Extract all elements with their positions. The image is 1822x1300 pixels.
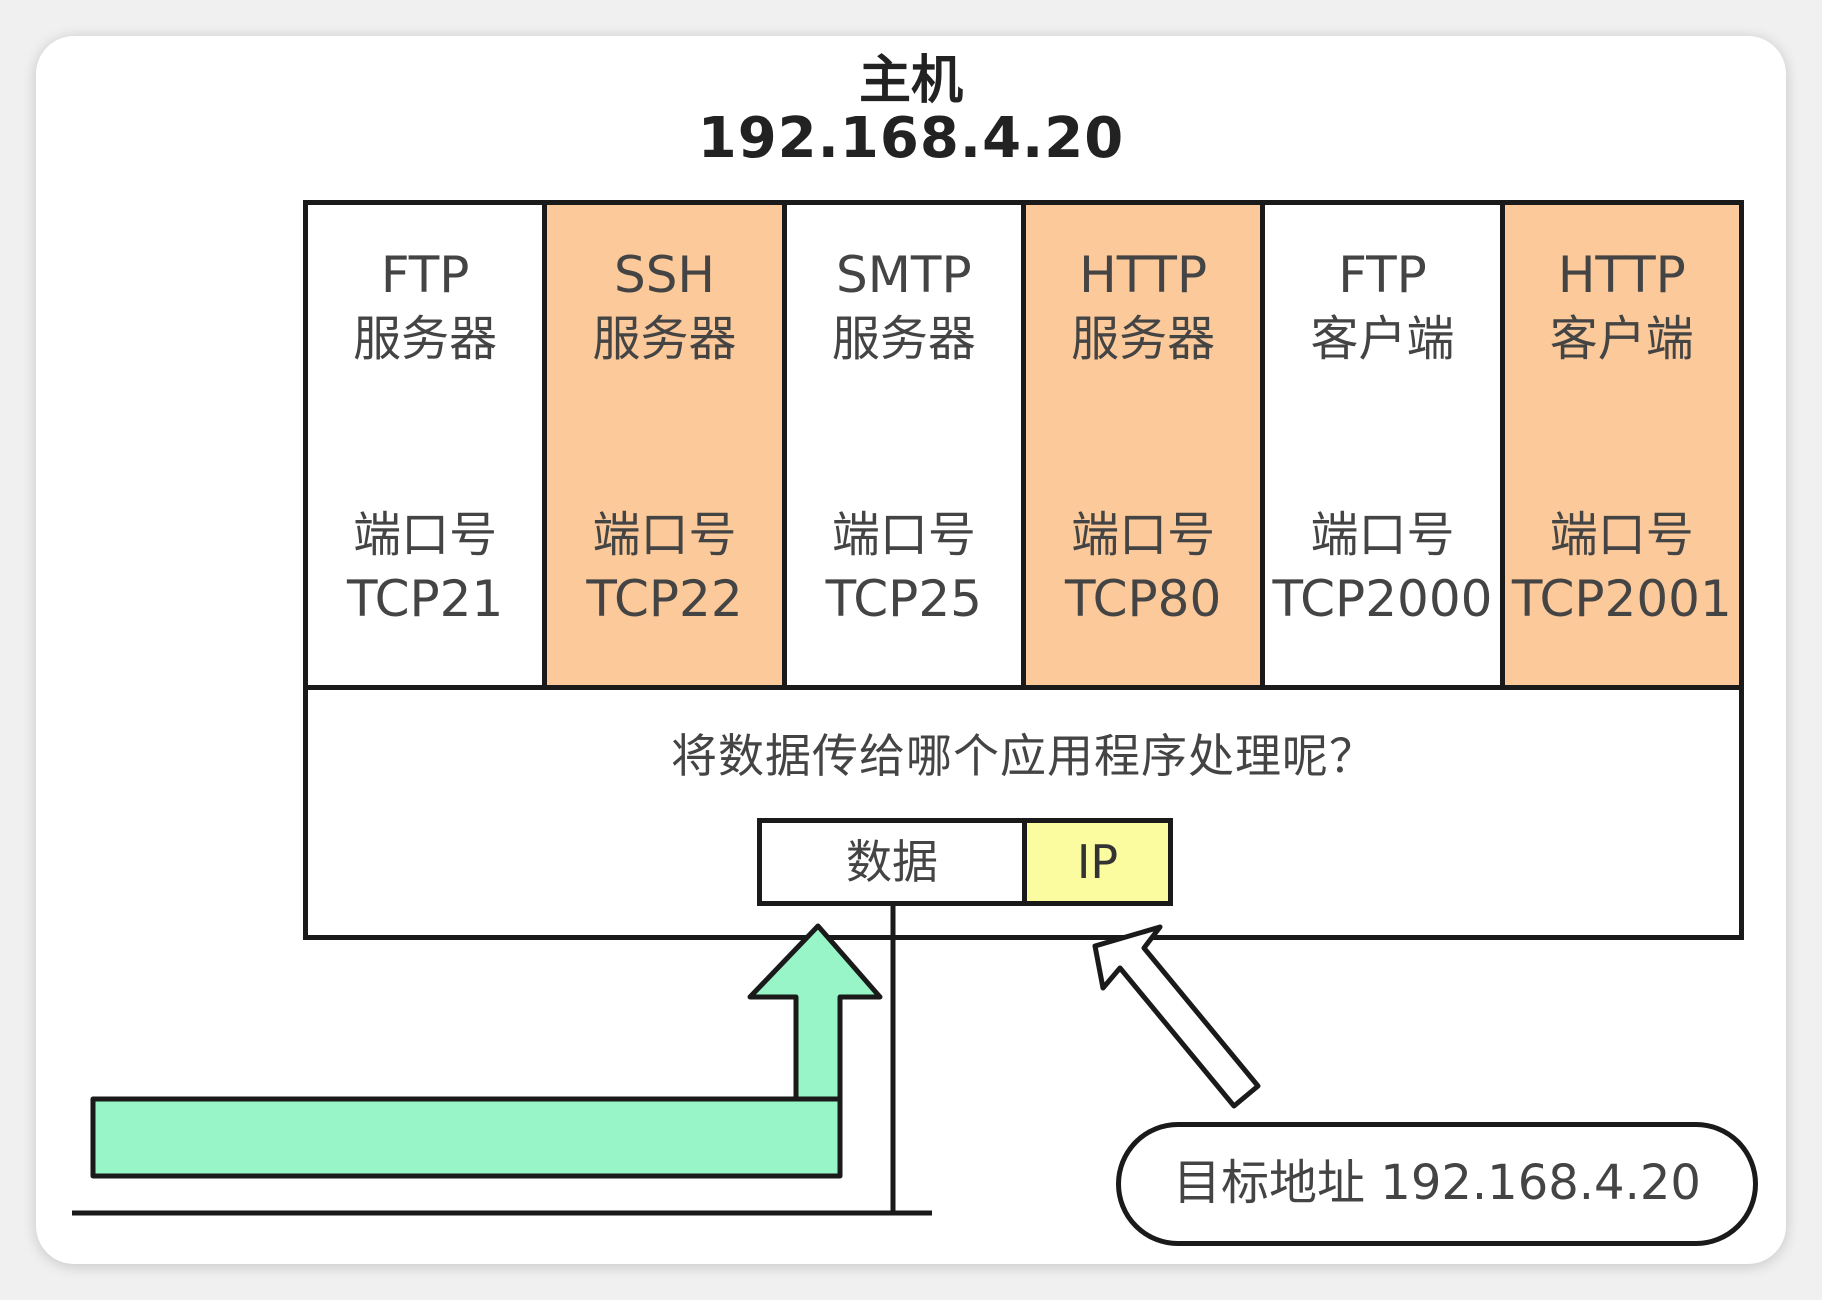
app-protocol: SMTP (836, 246, 972, 304)
app-protocol: FTP (1338, 246, 1427, 304)
app-ftp-server: FTP 服务器 端口号 TCP21 (308, 205, 548, 685)
app-port: TCP2000 (1272, 570, 1493, 628)
destination-address-label: 目标地址 192.168.4.20 (1116, 1122, 1758, 1246)
app-protocol: FTP (380, 246, 470, 304)
app-kind: 服务器 (831, 311, 976, 367)
app-port: TCP22 (586, 570, 743, 628)
app-ftp-client: FTP 客户端 端口号 TCP2000 (1265, 205, 1505, 685)
app-kind: 服务器 (353, 311, 498, 367)
host-ip: 192.168.4.20 (697, 106, 1125, 171)
packet: 数据 IP (757, 818, 1173, 906)
app-port-label: 端口号 (831, 507, 976, 563)
host-box: FTP 服务器 端口号 TCP21 SSH 服务器 端口号 TCP22 SMTP… (303, 200, 1744, 940)
app-protocol: HTTP (1557, 246, 1686, 304)
app-kind: 服务器 (1071, 311, 1216, 367)
app-kind: 客户端 (1549, 311, 1694, 367)
app-protocol: HTTP (1079, 246, 1208, 304)
app-port-label: 端口号 (1071, 507, 1216, 563)
app-port: TCP2001 (1511, 570, 1732, 628)
packet-data-field: 数据 (762, 823, 1027, 901)
app-port: TCP25 (825, 570, 982, 628)
app-port-label: 端口号 (592, 507, 737, 563)
packet-ip-field: IP (1027, 823, 1168, 901)
app-port-label: 端口号 (353, 507, 498, 563)
app-protocol: SSH (613, 246, 716, 304)
app-port-label: 端口号 (1310, 507, 1455, 563)
ip-pointer-arrow (1092, 924, 1261, 1109)
app-port: TCP21 (347, 570, 504, 628)
app-port-label: 端口号 (1549, 507, 1694, 563)
app-http-server: HTTP 服务器 端口号 TCP80 (1025, 205, 1266, 685)
app-kind: 服务器 (592, 311, 737, 367)
app-ssh-server: SSH 服务器 端口号 TCP22 (547, 205, 787, 685)
host-title: 主机 (858, 51, 963, 111)
application-row: FTP 服务器 端口号 TCP21 SSH 服务器 端口号 TCP22 SMTP… (308, 205, 1739, 690)
app-smtp-server: SMTP 服务器 端口号 TCP25 (787, 205, 1026, 685)
app-kind: 客户端 (1310, 311, 1455, 367)
incoming-data-arrow (90, 923, 883, 1179)
app-http-client: HTTP 客户端 端口号 TCP2001 (1504, 205, 1739, 685)
question-text: 将数据传给哪个应用程序处理呢？ (671, 729, 1376, 783)
app-port: TCP80 (1064, 570, 1222, 628)
